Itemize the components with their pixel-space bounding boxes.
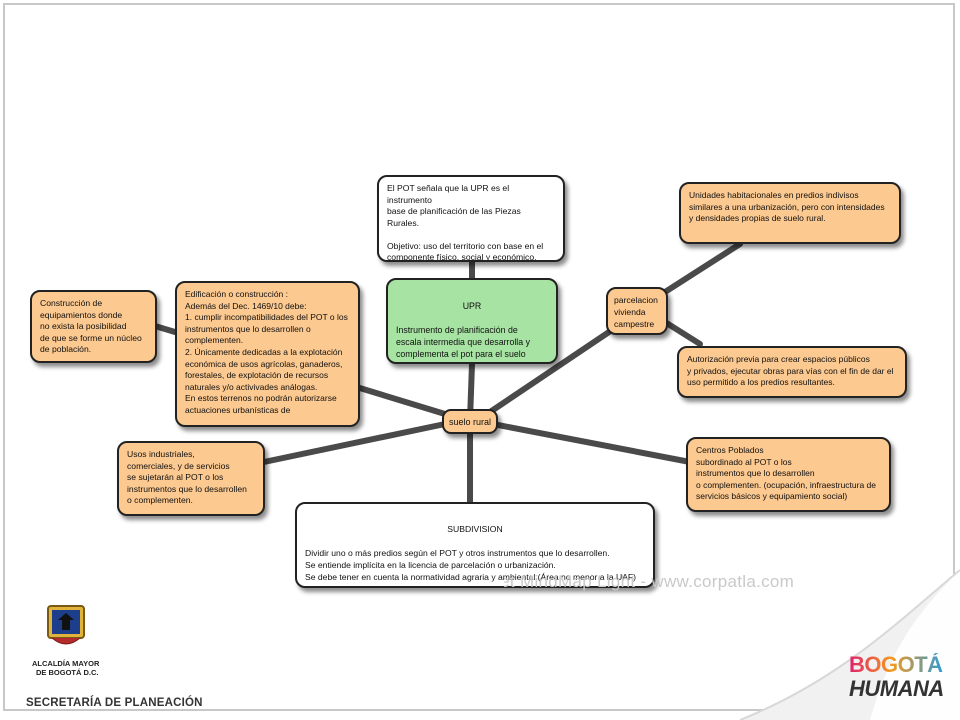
edge-parcelacion (487, 327, 615, 415)
suelo-rural-node: suelo rural (442, 409, 498, 434)
subdivision-body: Dividir uno o más predios según el POT y… (305, 548, 637, 582)
page-curl-decoration (739, 569, 960, 720)
coat-of-arms-icon (47, 605, 85, 645)
upr-body: Instrumento de planificación de escala i… (396, 325, 530, 362)
upr-node: UPR Instrumento de planificación de esca… (386, 278, 558, 364)
logo-line2: DE BOGOTÁ D.C. (36, 668, 99, 677)
equipamientos-node: Construcción de equipamientos donde no e… (30, 290, 157, 363)
upr-description-node: El POT señala que la UPR es el instrumen… (377, 175, 565, 262)
edge-autorizacion (662, 319, 703, 347)
bogota-humana-logo: BOGOTÁ HUMANA (849, 653, 944, 701)
edge-equipamientos (152, 323, 178, 335)
footer-title: SECRETARÍA DE PLANEACIÓN (26, 697, 203, 709)
brand-line2: HUMANA (849, 676, 944, 701)
edge-centros-poblados (495, 422, 693, 465)
subdivision-node: SUBDIVISION Dividir uno o más predios se… (295, 502, 655, 588)
subdivision-title: SUBDIVISION (447, 524, 503, 534)
watermark-text: Created with Mindjet MindMap Light - www… (354, 572, 795, 591)
alcaldia-logo: ALCALDÍA MAYOR DE BOGOTÁ D.C. (32, 604, 112, 677)
unidades-node: Unidades habitacionales en predios indiv… (679, 182, 901, 244)
upr-title: UPR (462, 301, 482, 311)
logo-line1: ALCALDÍA MAYOR (32, 659, 100, 668)
edificacion-node: Edificación o construcción : Además del … (175, 281, 360, 427)
usos-industriales-node: Usos industriales, comerciales, y de ser… (117, 441, 265, 516)
autorizacion-node: Autorización previa para crear espacios … (677, 346, 907, 398)
brand-line1: BOGOTÁ (849, 652, 943, 677)
edge-usos-industriales (261, 421, 448, 465)
edge-unidades (662, 241, 743, 295)
slide-frame (3, 3, 955, 711)
parcelacion-node: parcelacion vivienda campestre (606, 287, 668, 335)
centros-poblados-node: Centros Poblados subordinado al POT o lo… (686, 437, 891, 512)
